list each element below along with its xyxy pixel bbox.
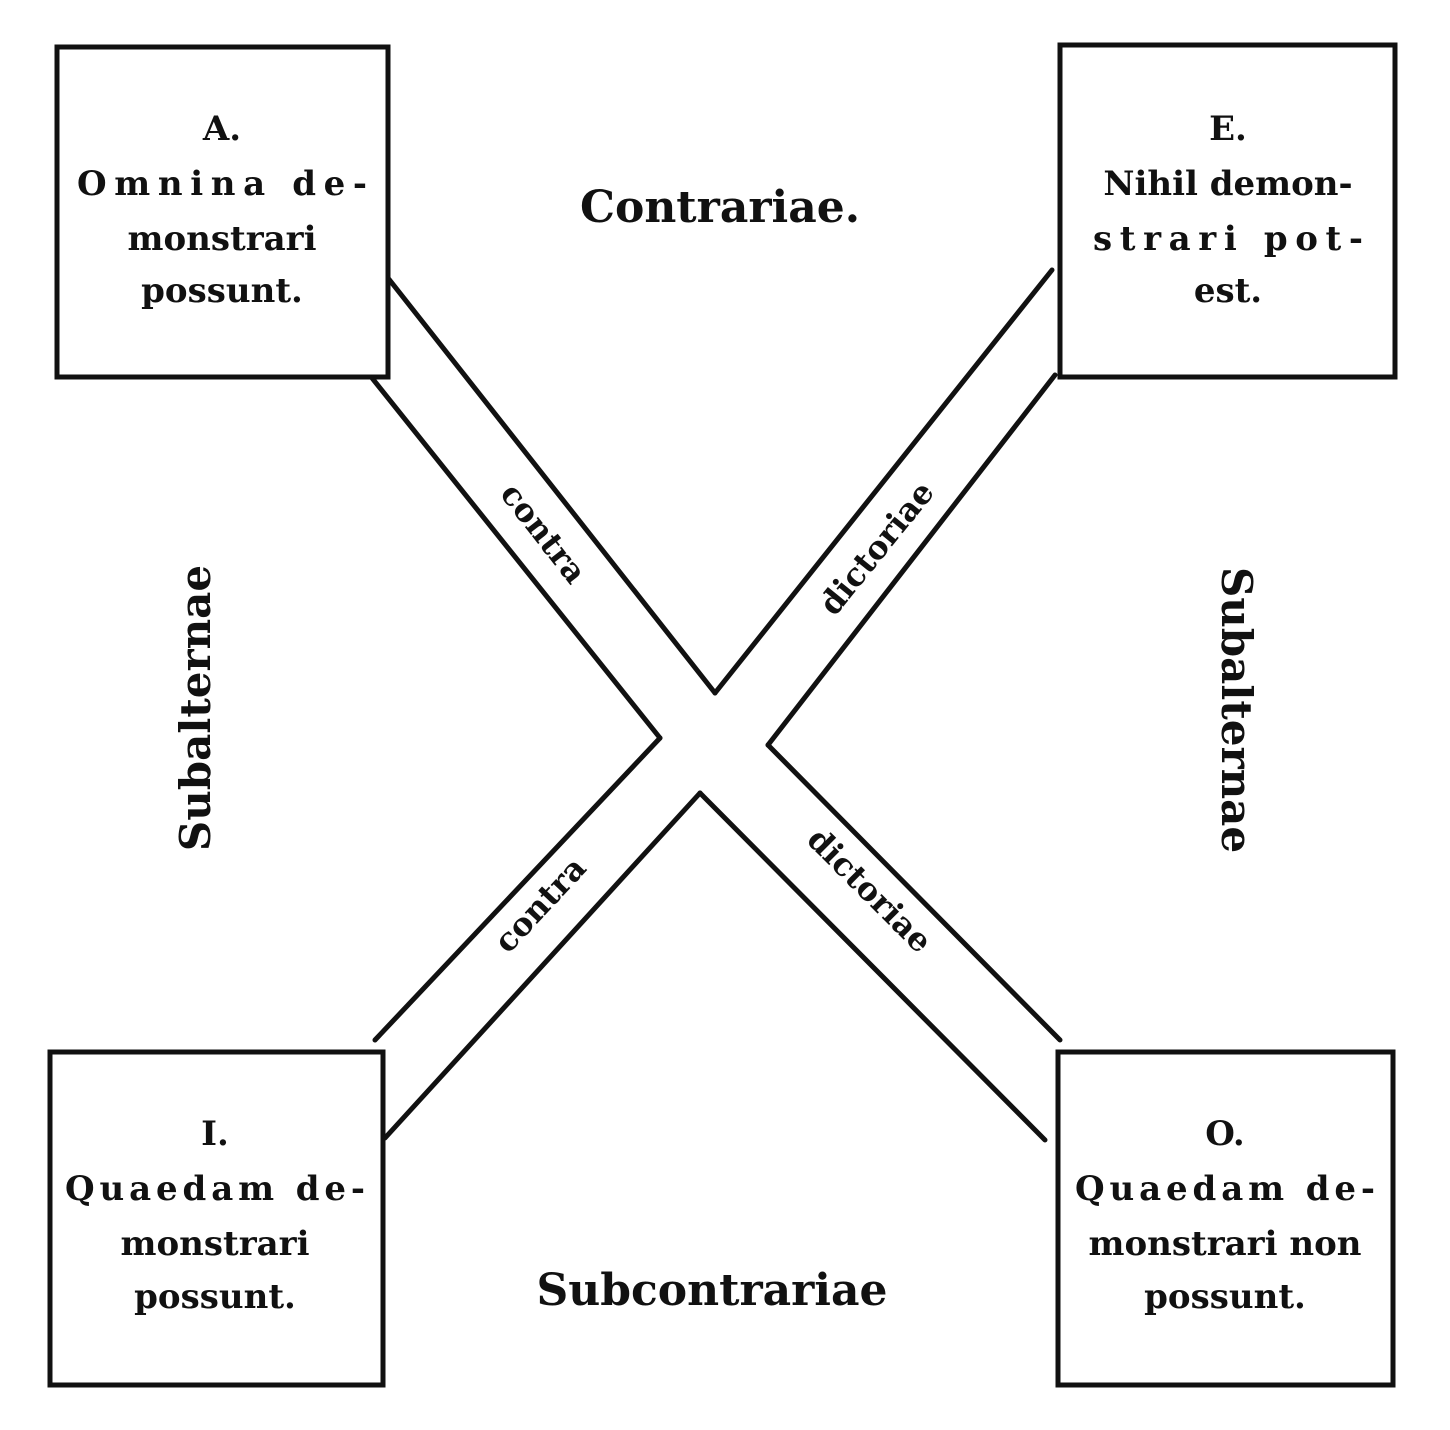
box-a-line: Omnina de- <box>77 164 367 204</box>
band-o-lower-edge <box>697 790 1048 1143</box>
label-dictoriae-lower: dictoriae <box>800 820 940 960</box>
band-o-upper-edge <box>765 742 1063 1043</box>
label-subalternae-left: Subalternae <box>171 565 220 851</box>
box-e-letter: E. <box>1209 109 1247 149</box>
box-a-line: monstrari <box>128 219 317 259</box>
box-i <box>47 1049 386 1388</box>
box-a-letter: A. <box>202 109 241 149</box>
box-a <box>54 44 391 380</box>
band-a-upper-edge <box>385 275 718 696</box>
band-e-upper-edge <box>765 372 1058 748</box>
box-o-line: Quaedam de- <box>1075 1169 1375 1209</box>
box-o <box>1055 1049 1396 1388</box>
band-e-lower-edge <box>712 267 1055 696</box>
box-a-text: A. Omnina de- monstrari possunt. <box>77 109 367 311</box>
box-i-line: possunt. <box>134 1277 296 1317</box>
label-contra-upper: contra <box>493 476 595 591</box>
box-i-text: I. Quaedam de- monstrari possunt. <box>65 1114 365 1317</box>
label-contrariae: Contrariae. <box>580 182 860 233</box>
box-i-line: monstrari <box>121 1224 310 1264</box>
box-i-letter: I. <box>201 1114 229 1154</box>
band-i-lower-edge <box>382 790 703 1141</box>
box-a-line: possunt. <box>141 271 303 311</box>
box-i-line: Quaedam de- <box>65 1169 365 1209</box>
diagonal-bands <box>369 267 1063 1143</box>
box-o-text: O. Quaedam de- monstrari non possunt. <box>1075 1114 1375 1317</box>
box-e-line: est. <box>1194 271 1262 311</box>
box-o-letter: O. <box>1205 1114 1244 1154</box>
box-o-line: possunt. <box>1144 1277 1306 1317</box>
label-subcontrariae: Subcontrariae <box>536 1265 887 1316</box>
label-subalternae-right: Subalternae <box>1212 567 1261 853</box>
box-e-line: Nihil demon- <box>1103 164 1352 204</box>
box-e-text: E. Nihil demon- strari pot- est. <box>1093 109 1363 311</box>
box-e <box>1057 42 1398 380</box>
band-a-lower-edge <box>369 375 663 741</box>
box-e-line: strari pot- <box>1093 219 1363 259</box>
band-i-upper-edge <box>372 735 663 1043</box>
box-o-line: monstrari non <box>1089 1224 1362 1264</box>
